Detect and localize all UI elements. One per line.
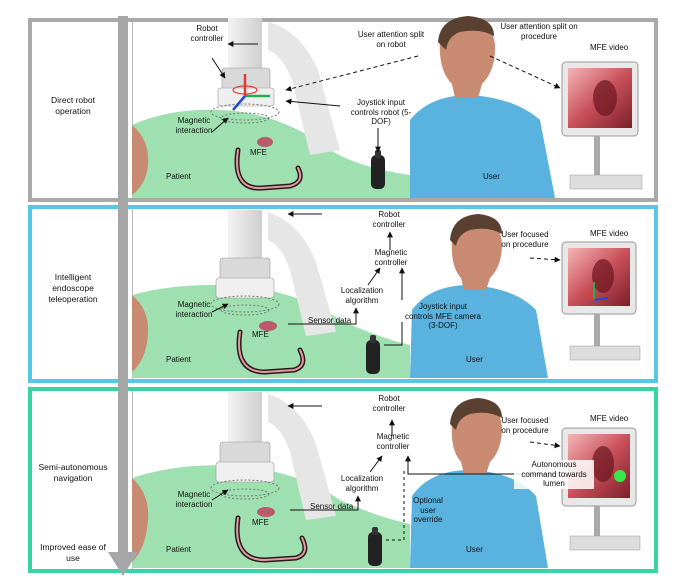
panel-divider bbox=[132, 22, 133, 198]
label-robot-controller: Robot controller bbox=[372, 210, 406, 229]
label-mfe-video: MFE video bbox=[590, 43, 629, 52]
patient-head bbox=[132, 125, 149, 195]
label-mfe: MFE bbox=[252, 330, 269, 339]
label-localization: Localization algorithm bbox=[340, 474, 384, 493]
label-magnetic-interaction: Magnetic interaction bbox=[175, 300, 213, 319]
patient-head bbox=[132, 295, 149, 372]
label-patient: Patient bbox=[166, 545, 191, 554]
axis-label: Improved ease of use bbox=[40, 542, 106, 563]
patient-body bbox=[132, 285, 410, 378]
label-magnetic-controller: Magnetic controller bbox=[374, 248, 408, 267]
label-autonomous-command: Autonomous command towards lumen bbox=[514, 460, 594, 489]
lumen-target-dot bbox=[614, 470, 626, 482]
label-robot-controller: Robot controller bbox=[190, 24, 224, 43]
user-head bbox=[439, 18, 496, 98]
user-head bbox=[451, 400, 502, 474]
label-magnetic-interaction: Magnetic interaction bbox=[175, 490, 213, 509]
user-torso bbox=[410, 95, 555, 198]
mfe-capsule bbox=[259, 321, 277, 331]
mode-label-direct: Direct robot operation bbox=[51, 95, 95, 116]
label-joystick: Joystick input controls robot (5-DOF) bbox=[350, 98, 412, 126]
label-robot-controller: Robot controller bbox=[372, 394, 406, 413]
label-user: User bbox=[466, 545, 483, 554]
scene-panel-2 bbox=[132, 210, 641, 378]
label-sensor-data: Sensor data bbox=[310, 502, 354, 511]
joystick bbox=[368, 532, 382, 566]
label-sensor-data: Sensor data bbox=[308, 316, 352, 325]
user-torso bbox=[410, 285, 548, 378]
label-mfe-video: MFE video bbox=[590, 229, 629, 238]
label-magnetic-controller: Magnetic controller bbox=[376, 432, 410, 451]
label-user-focused: User focused on procedure bbox=[501, 230, 549, 249]
user-torso bbox=[410, 470, 548, 568]
label-joystick: Joystick input controls MFE camera (3-DO… bbox=[404, 302, 482, 330]
mfe-capsule bbox=[257, 507, 275, 517]
robot-arm bbox=[228, 392, 262, 442]
scene-panel-1 bbox=[132, 16, 643, 198]
label-mfe-video: MFE video bbox=[590, 414, 629, 423]
axis-arrowhead bbox=[108, 552, 138, 576]
label-patient: Patient bbox=[166, 355, 191, 364]
label-mfe: MFE bbox=[252, 518, 269, 527]
robot-arm bbox=[228, 18, 262, 68]
patient-body bbox=[132, 465, 410, 568]
user-head bbox=[451, 216, 502, 290]
joystick bbox=[371, 155, 385, 189]
patient-body bbox=[132, 109, 410, 198]
joystick bbox=[366, 340, 380, 374]
mode-label-semi-autonomous: Semi-autonomous navigation bbox=[38, 462, 108, 483]
label-user-focused: User focused on procedure bbox=[501, 416, 549, 435]
mode-label-intelligent: Intelligent endoscope teleoperation bbox=[48, 272, 98, 304]
mfe-capsule bbox=[257, 137, 273, 147]
panel-divider bbox=[132, 209, 133, 379]
label-magnetic-interaction: Magnetic interaction bbox=[175, 116, 213, 135]
label-user: User bbox=[483, 172, 500, 181]
label-mfe: MFE bbox=[250, 148, 267, 157]
label-localization: Localization algorithm bbox=[340, 286, 384, 305]
label-user: User bbox=[466, 355, 483, 364]
patient-head bbox=[132, 478, 149, 562]
robot-arm bbox=[228, 210, 262, 258]
label-attention-robot: User attention split on robot bbox=[357, 30, 425, 49]
label-user-override: Optional user override bbox=[413, 496, 443, 524]
label-attention-procedure: User attention split on procedure bbox=[500, 22, 578, 41]
label-patient: Patient bbox=[166, 172, 191, 181]
